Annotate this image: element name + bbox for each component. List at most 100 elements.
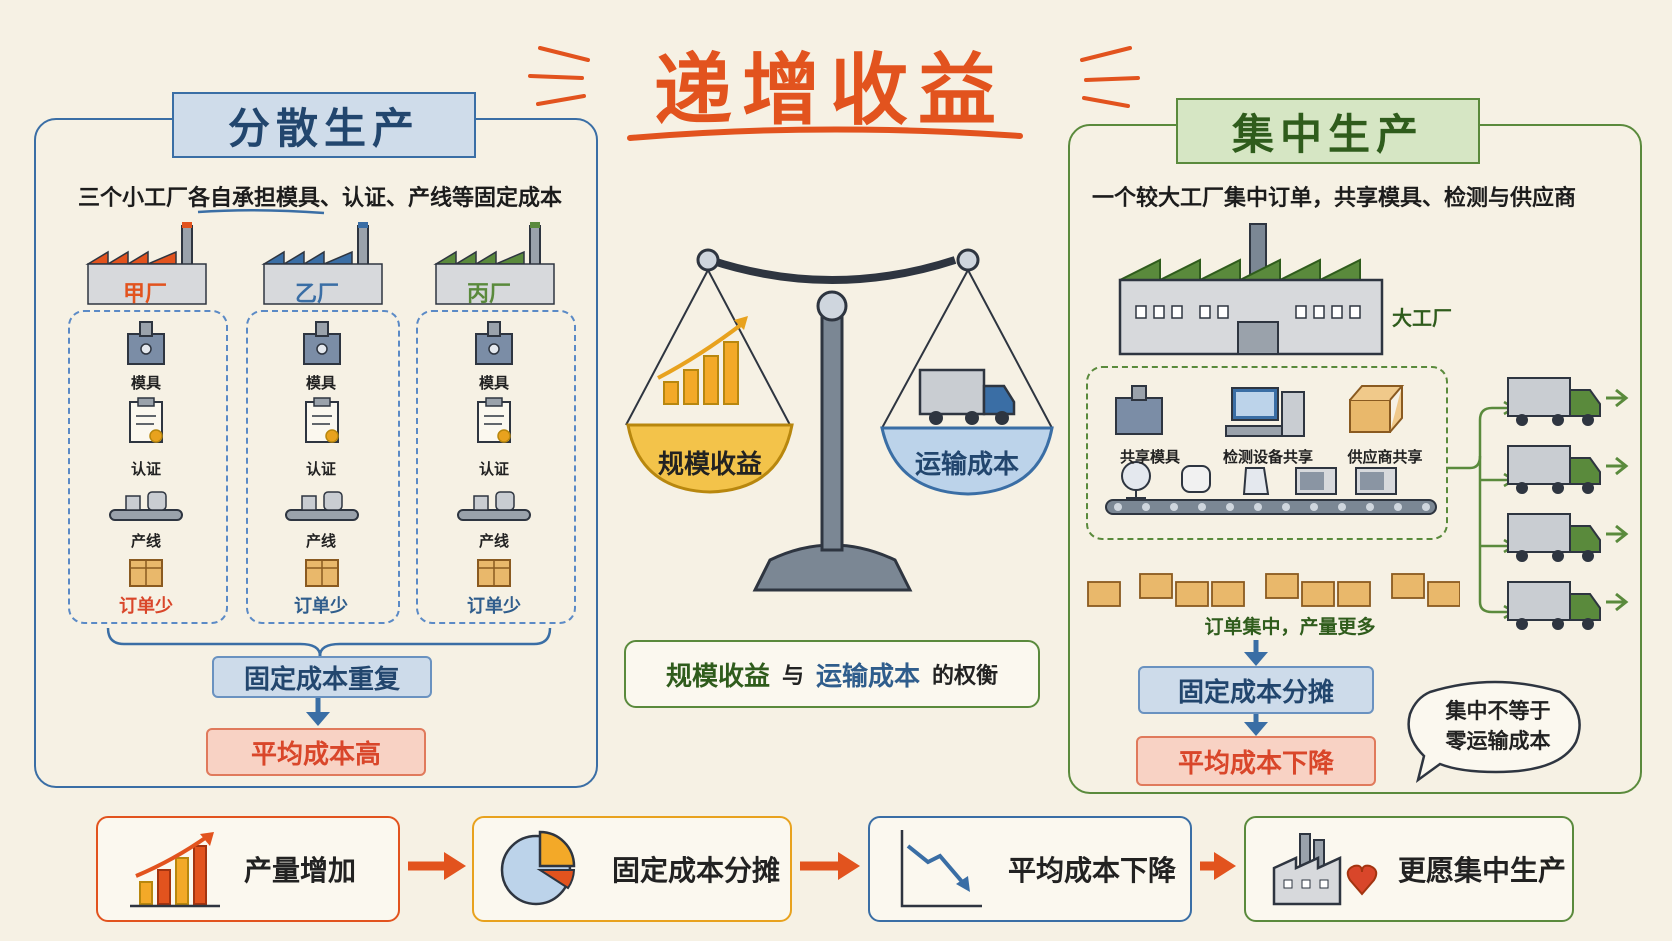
factory-c-mold-label: 模具 xyxy=(478,374,509,392)
factory-b-orders: 订单少 xyxy=(294,596,348,617)
delivery-truck-icon xyxy=(1507,445,1629,494)
tradeoff-caption: 规模收益 与 运输成本 的权衡 xyxy=(624,640,1040,708)
cardboard-box-icon xyxy=(1087,581,1121,607)
shared-resources-icons xyxy=(1105,385,1437,515)
rice-cooker-icon xyxy=(1181,465,1211,493)
shared-resources-box xyxy=(1086,366,1448,540)
delivery-truck-icon xyxy=(1507,581,1629,630)
mold-icon xyxy=(475,321,513,365)
big-factory-icon xyxy=(1118,223,1384,356)
factory-heart-icon xyxy=(1272,833,1378,906)
delivery-truck-icon xyxy=(1507,377,1629,426)
production-line-icon xyxy=(285,491,359,521)
delivery-truck-icon xyxy=(1507,513,1629,562)
bar-chart-icon xyxy=(130,832,220,908)
balance-scale-illustration xyxy=(625,248,1054,592)
certificate-icon xyxy=(477,397,511,443)
conveyor-belt-icon xyxy=(1105,499,1437,515)
lower-average-cost-tag: 平均成本下降 xyxy=(1136,736,1376,786)
decentralized-heading: 分散生产 xyxy=(172,92,476,158)
small-factory-icon xyxy=(261,222,383,305)
shared-testing-label: 检测设备共享 xyxy=(1222,448,1313,466)
factory-c-costs xyxy=(416,310,576,624)
high-average-cost-tag: 平均成本高 xyxy=(206,728,426,776)
factory-b-mold-label: 模具 xyxy=(305,374,336,392)
flow-step-2: 固定成本分摊 xyxy=(472,816,792,922)
caption-and: 与 xyxy=(781,664,804,689)
cardboard-box-icon xyxy=(1427,581,1460,607)
microwave-icon xyxy=(1295,467,1337,495)
cardboard-box-icon xyxy=(1301,581,1335,607)
cardboard-box-icon xyxy=(1211,581,1245,607)
flow-step-1: 产量增加 xyxy=(96,816,400,922)
flow-step-4-label: 更愿集中生产 xyxy=(1398,854,1567,887)
cardboard-box-icon xyxy=(1265,573,1299,599)
factory-a-line-label: 产线 xyxy=(130,532,161,550)
production-line-icon xyxy=(457,491,531,521)
speech-bubble xyxy=(1407,680,1581,784)
flow-step-3: 平均成本下降 xyxy=(868,816,1192,922)
cardboard-box-icon xyxy=(305,559,339,587)
factory-b-line-label: 产线 xyxy=(305,532,336,550)
cardboard-box-icon xyxy=(477,559,511,587)
certificate-icon xyxy=(129,397,163,443)
flow-step-3-label: 平均成本下降 xyxy=(1008,854,1177,887)
subtitle-underline xyxy=(197,208,325,215)
decentralized-subtitle: 三个小工厂各自承担模具、认证、产线等固定成本 xyxy=(78,186,563,211)
cardboard-box-icon xyxy=(1391,573,1425,599)
orders-concentrated-label: 订单集中，产量更多 xyxy=(1204,616,1376,638)
factory-a-label: 甲厂 xyxy=(122,282,167,307)
factory-b-label: 乙厂 xyxy=(294,282,339,307)
centralized-heading: 集中生产 xyxy=(1176,98,1480,164)
small-factories-illustration xyxy=(85,222,555,587)
supplier-boxes-icon xyxy=(1349,385,1405,433)
mold-icon xyxy=(303,321,341,365)
caption-tradeoff: 的权衡 xyxy=(932,664,999,689)
delivery-trucks xyxy=(1507,377,1629,630)
fixed-cost-shared-tag: 固定成本分摊 xyxy=(1138,666,1374,714)
factory-b-costs xyxy=(246,310,400,624)
factory-a-cert-label: 认证 xyxy=(130,460,161,478)
factory-a-orders: 订单少 xyxy=(119,596,173,617)
factory-b-cert-label: 认证 xyxy=(305,460,336,478)
scale-return-label: 规模收益 xyxy=(657,450,762,480)
flow-step-2-label: 固定成本分摊 xyxy=(612,854,781,887)
small-factory-icon xyxy=(85,222,207,305)
big-factory-label: 大工厂 xyxy=(1392,306,1452,330)
oven-icon xyxy=(1355,467,1397,495)
kettle-icon xyxy=(1242,467,1270,495)
cardboard-box-icon xyxy=(129,559,163,587)
pie-chart-icon xyxy=(500,830,576,906)
page-title: 递增收益 xyxy=(653,45,1006,136)
shared-supplier-label: 供应商共享 xyxy=(1347,448,1423,466)
bubble-line-2: 零运输成本 xyxy=(1445,729,1551,753)
bubble-text: 集中不等于 零运输成本 xyxy=(1418,696,1578,756)
transport-cost-label: 运输成本 xyxy=(914,450,1019,480)
centralized-subtitle: 一个较大工厂集中订单，共享模具、检测与供应商 xyxy=(1092,186,1577,211)
factory-c-cert-label: 认证 xyxy=(478,460,509,478)
product-boxes xyxy=(1087,573,1460,607)
cardboard-box-icon xyxy=(1337,581,1371,607)
factory-a-mold-label: 模具 xyxy=(130,374,161,392)
shared-mold-icon xyxy=(1115,385,1163,435)
cardboard-box-icon xyxy=(1139,573,1173,599)
testing-equipment-icon xyxy=(1225,387,1305,437)
factory-c-line-label: 产线 xyxy=(478,532,509,550)
caption-scale-return: 规模收益 xyxy=(665,661,770,692)
down-trend-icon xyxy=(900,830,982,908)
mold-icon xyxy=(127,321,165,365)
production-line-icon xyxy=(109,491,183,521)
bubble-line-1: 集中不等于 xyxy=(1445,699,1551,723)
fixed-cost-repeated-tag: 固定成本重复 xyxy=(212,656,432,698)
certificate-icon xyxy=(305,397,339,443)
cardboard-box-icon xyxy=(1175,581,1209,607)
caption-transport-cost: 运输成本 xyxy=(816,661,921,692)
shared-mold-label: 共享模具 xyxy=(1119,448,1180,466)
small-factory-icon xyxy=(433,222,555,305)
fan-icon xyxy=(1121,461,1151,499)
flow-step-1-label: 产量增加 xyxy=(244,854,357,887)
factory-a-costs xyxy=(68,310,228,624)
factory-c-label: 丙厂 xyxy=(466,282,511,307)
